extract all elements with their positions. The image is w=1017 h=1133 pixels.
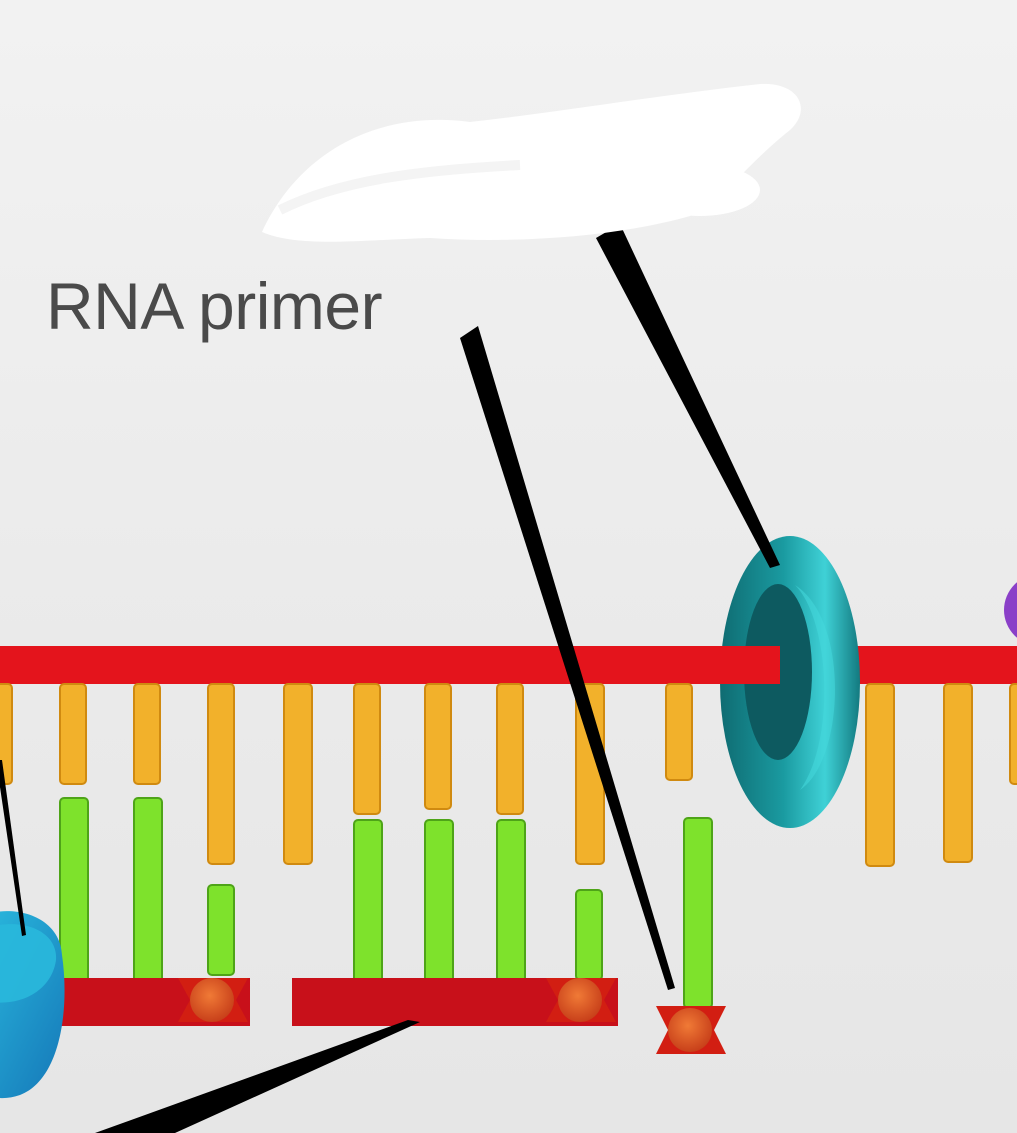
new-base: [424, 819, 454, 991]
template-base: [1009, 683, 1017, 785]
template-base: [59, 683, 87, 785]
template-base: [865, 683, 895, 867]
primer-base: [575, 889, 603, 981]
template-base: [353, 683, 381, 815]
pointer-primer: [460, 326, 675, 990]
new-base: [59, 797, 89, 989]
template-base: [207, 683, 235, 865]
lagging-backbone: [60, 978, 618, 1026]
template-bases: [0, 683, 1017, 867]
scribble-redaction: [262, 83, 801, 242]
new-base: [353, 819, 383, 991]
template-backbone: [0, 646, 1017, 684]
primer-nodule-icon: [178, 978, 248, 1022]
template-base: [496, 683, 524, 815]
primer-nodule-icon: [546, 978, 616, 1022]
primer-nodules: [178, 978, 726, 1054]
template-base: [283, 683, 313, 865]
pointer-bottom: [95, 1020, 420, 1133]
ring-clamp-icon: [700, 536, 860, 828]
polymerase-blob-icon: [0, 911, 65, 1099]
new-base: [133, 797, 163, 989]
new-base: [496, 819, 526, 991]
primer-base: [207, 884, 235, 976]
pointer-left: [0, 760, 26, 936]
primer-base: [683, 817, 713, 1009]
pointer-clamp: [596, 224, 780, 568]
template-base: [665, 683, 693, 781]
template-base: [943, 683, 973, 863]
partial-protein-icon: [1004, 582, 1017, 638]
rna-primer-label: RNA primer: [46, 269, 383, 343]
pointer-lines: [0, 224, 780, 1133]
primer-nodule-icon: [656, 1006, 726, 1054]
template-base: [133, 683, 161, 785]
new-strand-bases: [59, 797, 713, 1009]
template-base: [424, 683, 452, 810]
